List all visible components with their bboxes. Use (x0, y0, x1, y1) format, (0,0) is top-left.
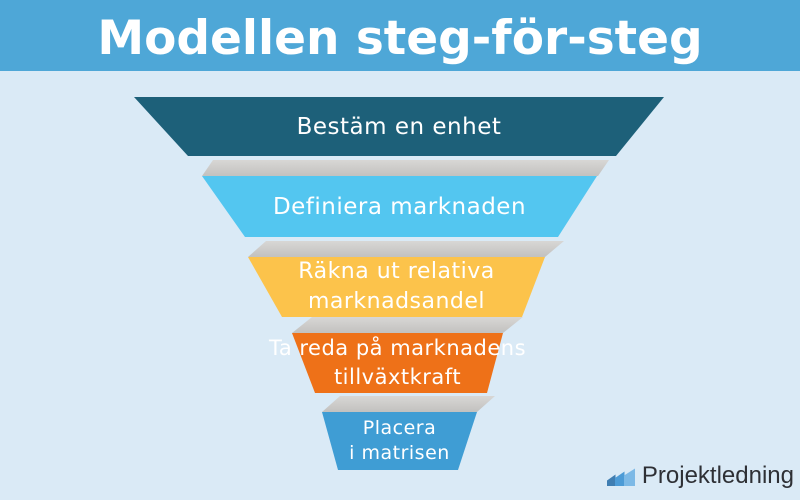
header-bar: Modellen steg-för-steg (0, 0, 800, 71)
funnel-connector-3 (292, 317, 523, 333)
funnel-step-2-shape (202, 176, 597, 237)
funnel-connector-4 (322, 396, 495, 412)
funnel-step-5-shape (322, 412, 477, 470)
page-title: Modellen steg-för-steg (97, 11, 703, 66)
brand-name: Projektledning (641, 462, 794, 489)
funnel-connector-2 (248, 241, 564, 257)
growth-bars-icon (606, 468, 635, 486)
funnel-step-1-shape (134, 97, 664, 156)
funnel-connector-1 (202, 160, 609, 176)
funnel-step-4-shape (292, 333, 503, 393)
funnel-step-3-shape (248, 257, 545, 317)
brand-logo: Projektledning (606, 462, 794, 490)
